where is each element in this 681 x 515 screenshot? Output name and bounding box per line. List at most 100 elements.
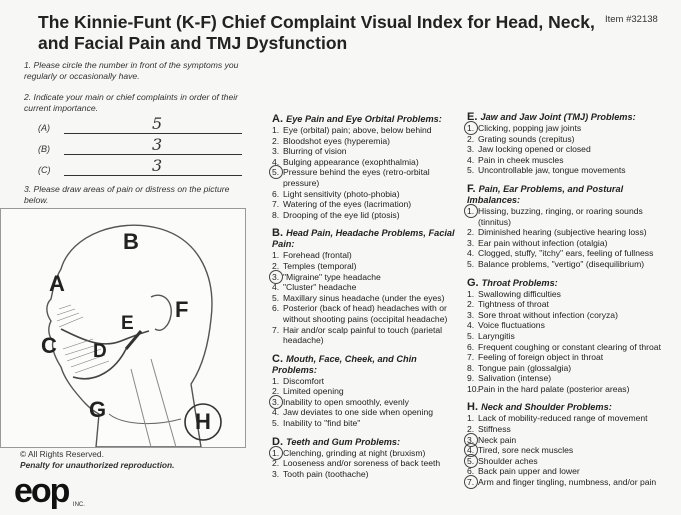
symptom-item[interactable]: 7.Hair and/or scalp painful to touch (pa… [272,325,464,346]
symptom-item[interactable]: 2.Stiffness [467,424,672,435]
symptom-number[interactable]: 3. [467,309,475,320]
symptom-item[interactable]: 7.Arm and finger tingling, numbness, and… [464,475,672,490]
symptom-number[interactable]: 2. [467,133,475,144]
symptom-item[interactable]: 6.Back pain upper and lower [467,466,672,477]
symptom-number[interactable]: 4. [467,320,475,331]
symptom-item[interactable]: 3.Jaw locking opened or closed [467,144,672,155]
symptom-item[interactable]: 4.Voice fluctuations [467,320,672,331]
symptom-item[interactable]: 5.Pressure behind the eyes (retro-orbita… [269,165,464,188]
symptom-item[interactable]: 2.Tightness of throat [467,299,672,310]
symptom-item[interactable]: 2.Grating sounds (crepitus) [467,134,672,145]
symptom-number[interactable]: 8. [467,362,475,373]
symptom-number[interactable]: 7. [272,324,280,335]
symptom-number[interactable]: 4. [467,154,475,165]
symptom-item[interactable]: 1.Lack of mobility-reduced range of move… [467,413,672,424]
symptom-item[interactable]: 7.Watering of the eyes (lacrimation) [272,199,464,210]
symptom-number[interactable]: 5. [464,453,478,468]
symptom-number[interactable]: 2. [272,386,280,397]
symptom-item[interactable]: 5.Maxillary sinus headache (under the ey… [272,293,464,304]
symptom-item[interactable]: 4.Pain in cheek muscles [467,155,672,166]
symptom-item[interactable]: 6.Posterior (back of head) headaches wit… [272,303,464,324]
symptom-item[interactable]: 2.Temples (temporal) [272,261,464,272]
symptom-item[interactable]: 1.Discomfort [272,376,464,387]
symptom-number[interactable]: 1. [464,121,478,135]
symptom-item[interactable]: 3.Sore throat without infection (coryza) [467,310,672,321]
symptom-number[interactable]: 1. [464,203,478,218]
symptom-item[interactable]: 1.Eye (orbital) pain; above, below behin… [272,125,464,136]
symptom-number[interactable]: 4. [467,248,475,259]
symptom-item[interactable]: 2.Looseness and/or soreness of back teet… [272,458,464,469]
symptom-number[interactable]: 5. [467,165,475,176]
symptom-number[interactable]: 1. [269,445,283,460]
symptom-number[interactable]: 3. [467,144,475,155]
symptom-number[interactable]: 8. [272,209,280,220]
symptom-number[interactable]: 6. [467,466,475,477]
symptom-number[interactable]: 3. [467,237,475,248]
complaint-value-b[interactable]: 3 [152,135,163,154]
symptom-number[interactable]: 1. [272,250,280,261]
symptom-item[interactable]: 3.Blurring of vision [272,146,464,157]
symptom-number[interactable]: 5. [272,418,280,429]
symptom-number[interactable]: 7. [467,352,475,363]
head-neck-figure[interactable]: A B C D E F G H [0,208,246,448]
symptom-number[interactable]: 3. [269,269,283,284]
symptom-item[interactable]: 10.Pain in the hard palate (posterior ar… [467,384,672,395]
symptom-item[interactable]: 1.Hissing, buzzing, ringing, or roaring … [464,203,672,227]
symptom-number[interactable]: 2. [467,227,475,238]
symptom-item[interactable]: 1.Forehead (frontal) [272,250,464,261]
symptom-item[interactable]: 9.Salivation (intense) [467,373,672,384]
symptom-number[interactable]: 2. [272,458,280,469]
symptom-item[interactable]: 5.Inability to "find bite" [272,418,464,429]
symptom-item[interactable]: 5.Shoulder aches [464,453,672,468]
symptom-number[interactable]: 7. [272,199,280,210]
symptom-item[interactable]: 4.Jaw deviates to one side when opening [272,407,464,418]
symptom-item[interactable]: 1.Swallowing difficulties [467,289,672,300]
symptom-item[interactable]: 5.Uncontrollable jaw, tongue movements [467,165,672,176]
symptom-item[interactable]: 2.Diminished hearing (subjective hearing… [467,227,672,238]
symptom-number[interactable]: 4. [272,156,280,167]
symptom-number[interactable]: 2. [272,260,280,271]
symptom-number[interactable]: 9. [467,373,475,384]
complaint-value-a[interactable]: 5 [152,114,163,133]
symptom-number[interactable]: 2. [467,424,475,435]
symptom-item[interactable]: 3.Ear pain without infection (otalgia) [467,238,672,249]
symptom-item[interactable]: 8.Tongue pain (glossalgia) [467,363,672,374]
symptom-number[interactable]: 2. [272,135,280,146]
symptom-item[interactable]: 4.Bulging appearance (exophthalmia) [272,157,464,168]
symptom-number[interactable]: 10. [467,383,479,394]
symptom-item[interactable]: 4.Clogged, stuffy, "itchy" ears, feeling… [467,248,672,259]
symptom-item[interactable]: 5.Balance problems, "vertigo" (disequili… [467,259,672,270]
symptom-item[interactable]: 1.Clicking, popping jaw joints [464,121,672,135]
symptom-item[interactable]: 8.Drooping of the eye lid (ptosis) [272,210,464,221]
symptom-item[interactable]: 2.Bloodshot eyes (hyperemia) [272,136,464,147]
symptom-number[interactable]: 5. [467,330,475,341]
symptom-number[interactable]: 4. [272,407,280,418]
symptom-number[interactable]: 6. [272,303,280,314]
symptom-number[interactable]: 6. [272,188,280,199]
symptom-item[interactable]: 5.Laryngitis [467,331,672,342]
symptom-number[interactable]: 2. [467,299,475,310]
symptom-item[interactable]: 6.Frequent coughing or constant clearing… [467,342,672,353]
symptom-item[interactable]: 7.Feeling of foreign object in throat [467,352,672,363]
symptom-item[interactable]: 4.Tired, sore neck muscles [464,443,672,458]
symptom-number[interactable]: 1. [467,413,475,424]
symptom-number[interactable]: 1. [467,288,475,299]
symptom-number[interactable]: 5. [272,292,280,303]
symptom-item[interactable]: 4."Cluster" headache [272,282,464,293]
symptom-number[interactable]: 3. [272,468,280,479]
symptom-item[interactable]: 2.Limited opening [272,386,464,397]
symptom-number[interactable]: 4. [272,282,280,293]
symptom-number[interactable]: 5. [269,165,283,180]
symptom-number[interactable]: 5. [467,258,475,269]
symptom-number[interactable]: 7. [464,475,478,490]
symptom-number[interactable]: 3. [272,146,280,157]
symptom-item[interactable]: 3."Migraine" type headache [269,269,464,284]
symptom-item[interactable]: 1.Clenching, grinding at night (bruxism) [269,445,464,460]
symptom-item[interactable]: 3.Neck pain [464,432,672,447]
symptom-number[interactable]: 3. [269,394,283,409]
symptom-item[interactable]: 3.Tooth pain (toothache) [272,469,464,480]
complaint-value-c[interactable]: 3 [152,156,163,175]
symptom-item[interactable]: 6.Light sensitivity (photo-phobia) [272,189,464,200]
symptom-item[interactable]: 3.Inability to open smoothly, evenly [269,394,464,409]
symptom-number[interactable]: 1. [272,125,280,135]
